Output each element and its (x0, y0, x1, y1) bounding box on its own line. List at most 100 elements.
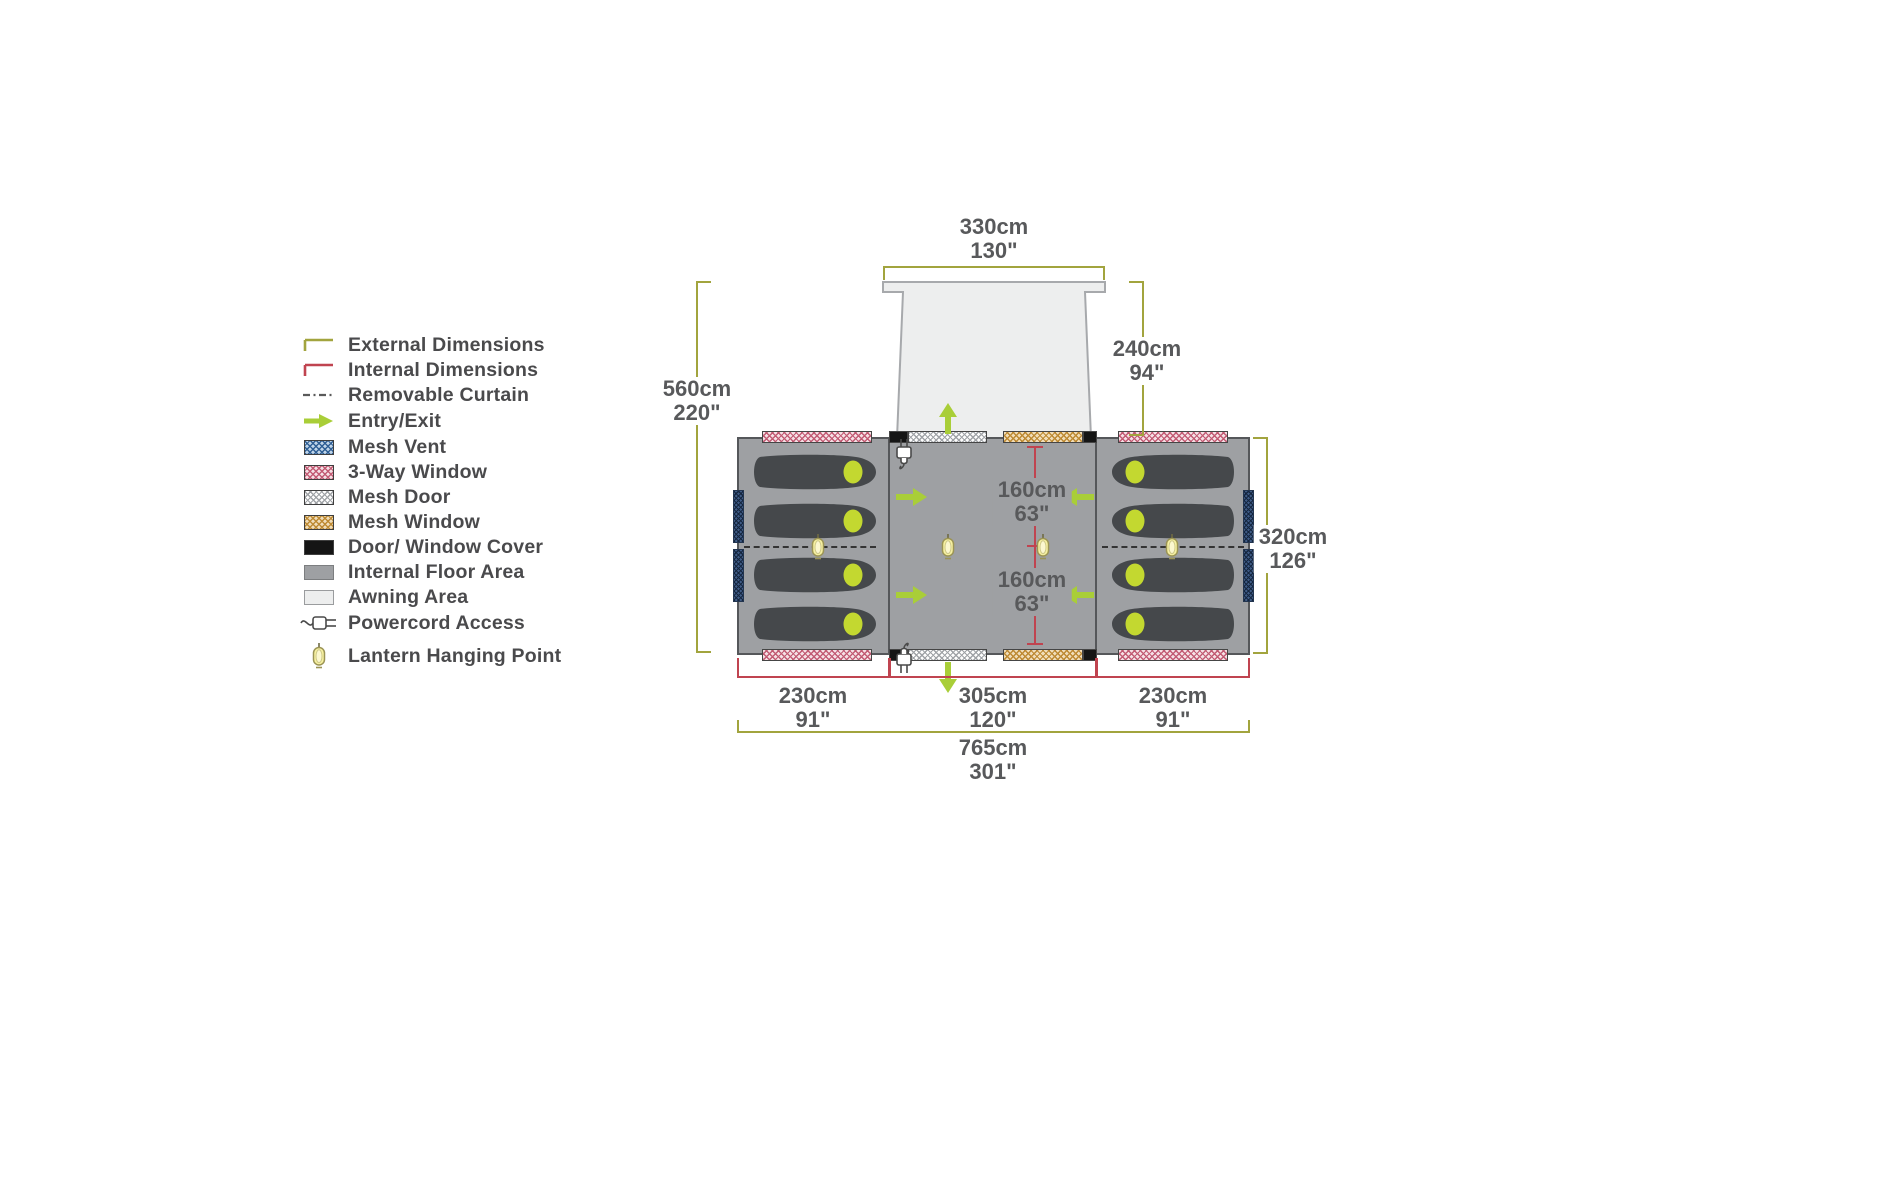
legend-item-removable-curtain: Removable Curtain (300, 383, 529, 407)
legend-item-internal-dimensions: Internal Dimensions (300, 358, 538, 382)
dim-internal-upper: 160cm 63" (992, 478, 1072, 526)
dim-awning-depth: 240cm 94" (1107, 337, 1187, 385)
legend-label: Internal Dimensions (348, 358, 539, 381)
dim-overall-depth-cm: 560cm (657, 377, 737, 401)
legend-label: Door/ Window Cover (348, 535, 544, 558)
awning-area-swatch (300, 589, 338, 605)
entry-exit-arrow-up (939, 403, 957, 434)
dim-tent-depth: 320cm 126" (1253, 525, 1333, 573)
internal-dim-tick-mid (1027, 545, 1043, 547)
legend-label: Removable Curtain (348, 383, 530, 406)
three-way-window-swatch (300, 464, 338, 480)
legend-label: Mesh Door (348, 485, 451, 508)
sleeping-bag (1112, 454, 1234, 490)
mesh-vent-swatch (300, 439, 338, 455)
sleeping-bag (1112, 557, 1234, 593)
dim-overall-width-in: 301" (969, 759, 1017, 784)
lantern-hanging-point (1165, 534, 1179, 560)
dim-awning-depth-cm: 240cm (1107, 337, 1187, 361)
room-divider-left (888, 439, 890, 653)
mesh-window-swatch (300, 514, 338, 530)
sleeping-bag (754, 606, 876, 642)
dim-center-width-in: 120" (969, 707, 1017, 732)
dim-overall-depth-in: 220" (657, 401, 737, 425)
dim-overall-width-cm: 765cm (958, 735, 1028, 760)
internal-width-tick-left (888, 658, 891, 678)
legend-label: Internal Floor Area (348, 560, 525, 583)
bracket-overall-depth (696, 281, 711, 653)
three-way-window-top-left (762, 431, 872, 443)
door-window-cover-swatch (300, 539, 338, 555)
legend-item-lantern-hanging-point: Lantern Hanging Point (300, 641, 561, 671)
three-way-window-bottom-right (1118, 649, 1228, 661)
sleeping-bag (1112, 606, 1234, 642)
external-dimensions-icon (300, 336, 338, 354)
powercord-icon (300, 613, 338, 633)
legend-item-3-way-window: 3-Way Window (300, 460, 487, 484)
dim-awning-depth-in: 94" (1107, 361, 1187, 385)
bracket-overall-width (737, 720, 1250, 733)
legend-item-awning-area: Awning Area (300, 585, 468, 609)
dim-top-width-cm: 330cm (959, 214, 1029, 239)
dim-center-width-cm: 305cm (958, 683, 1028, 708)
internal-dim-tick-top (1027, 446, 1043, 448)
entry-exit-arrow-right-lower (896, 586, 927, 604)
mesh-window-top (1003, 431, 1083, 443)
door-cover-top-right (1083, 431, 1097, 443)
dim-tent-depth-cm: 320cm (1253, 525, 1333, 549)
awning-area (882, 281, 1106, 439)
legend-label: Lantern Hanging Point (348, 644, 562, 667)
legend-label: External Dimensions (348, 333, 545, 356)
lantern-hanging-point (811, 534, 825, 560)
entry-exit-arrow-icon (300, 413, 338, 429)
removable-curtain-icon (300, 388, 338, 402)
legend-item-mesh-door: Mesh Door (300, 485, 451, 509)
legend-label: Entry/Exit (348, 409, 442, 432)
dim-center-width: 305cm 120" (954, 684, 1033, 732)
legend-label: Powercord Access (348, 611, 525, 634)
room-divider-right (1095, 439, 1097, 653)
mesh-window-bottom (1003, 649, 1083, 661)
dim-left-width-in: 91" (795, 707, 831, 732)
legend-item-powercord-access: Powercord Access (300, 611, 525, 635)
bracket-top-width (883, 266, 1105, 280)
legend-item-door-window-cover: Door/ Window Cover (300, 535, 543, 559)
lantern-icon (300, 642, 338, 670)
dim-internal-lower-cm: 160cm (992, 568, 1072, 592)
mesh-vent-right-lower (1243, 549, 1254, 602)
legend-item-mesh-window: Mesh Window (300, 510, 480, 534)
dim-right-width: 230cm 91" (1134, 684, 1213, 732)
door-cover-top-left (889, 431, 908, 443)
dim-right-width-cm: 230cm (1138, 683, 1208, 708)
legend-label: Mesh Window (348, 510, 481, 533)
mesh-vent-right-upper (1243, 490, 1254, 543)
dim-left-width-cm: 230cm (778, 683, 848, 708)
three-way-window-top-right (1118, 431, 1228, 443)
bracket-internal-widths (737, 658, 1250, 678)
dim-internal-lower: 160cm 63" (992, 568, 1072, 616)
sleeping-bag (754, 557, 876, 593)
lantern-hanging-point (1036, 534, 1050, 560)
dim-overall-width: 765cm 301" (954, 736, 1033, 784)
removable-curtain-left-room (744, 546, 876, 548)
three-way-window-bottom-left (762, 649, 872, 661)
legend-label: Awning Area (348, 585, 469, 608)
door-cover-bottom-right (1083, 649, 1097, 661)
internal-dim-tick-bottom (1027, 643, 1043, 645)
entry-exit-arrow-right-upper (896, 488, 927, 506)
legend-label: Mesh Vent (348, 435, 447, 458)
legend-item-external-dimensions: External Dimensions (300, 333, 545, 357)
legend-label: 3-Way Window (348, 460, 488, 483)
dim-tent-depth-in: 126" (1253, 549, 1333, 573)
dim-internal-upper-in: 63" (992, 502, 1072, 526)
lantern-hanging-point (941, 534, 955, 560)
dim-internal-upper-cm: 160cm (992, 478, 1072, 502)
mesh-vent-left-lower (733, 549, 744, 602)
legend-item-mesh-vent: Mesh Vent (300, 435, 446, 459)
dim-top-width-in: 130" (970, 238, 1018, 263)
dim-internal-lower-in: 63" (992, 592, 1072, 616)
dim-overall-depth: 560cm 220" (657, 377, 737, 425)
internal-dimensions-icon (300, 361, 338, 379)
legend-item-internal-floor-area: Internal Floor Area (300, 560, 524, 584)
